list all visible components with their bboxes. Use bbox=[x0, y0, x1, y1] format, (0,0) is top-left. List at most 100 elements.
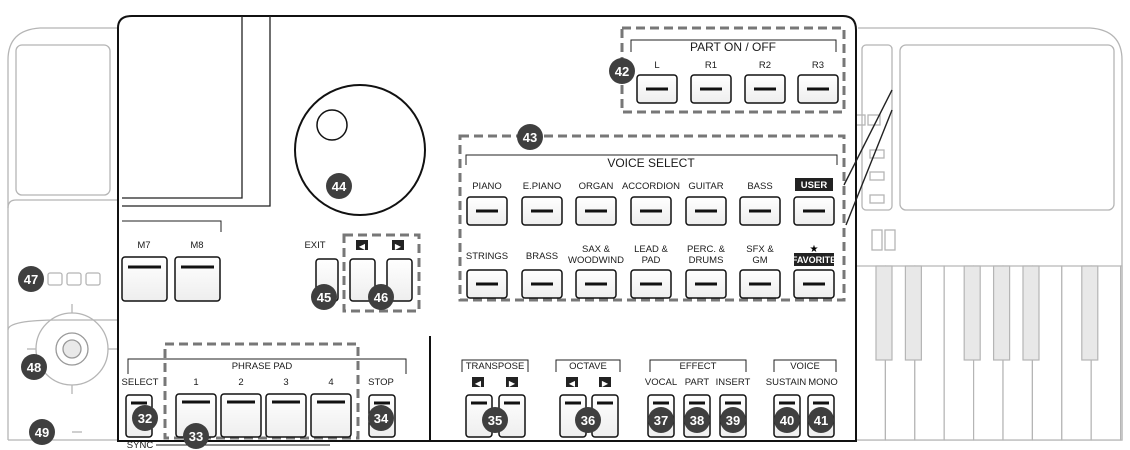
phrase-pad-2-button[interactable] bbox=[220, 393, 262, 438]
voice-accordion-button[interactable] bbox=[630, 196, 672, 226]
sync-label: SYNC bbox=[127, 440, 154, 450]
voice-sax-woodwind-button[interactable] bbox=[575, 269, 617, 299]
callout-33-label: 33 bbox=[189, 429, 203, 444]
voice-select-bracket bbox=[465, 154, 838, 165]
black-key bbox=[1022, 265, 1040, 361]
callout-38-label: 38 bbox=[690, 413, 704, 428]
arrow-right-button[interactable] bbox=[386, 258, 413, 302]
white-key bbox=[1119, 265, 1123, 441]
voice-perc-drums-label-line-2: DRUMS bbox=[689, 255, 724, 266]
part-r3-label: R3 bbox=[812, 60, 824, 71]
voice-brass-label: BRASS bbox=[526, 251, 558, 262]
transpose-header: TRANSPOSE bbox=[466, 361, 525, 372]
voice-sfx-gm-label-line-2: GM bbox=[752, 255, 767, 266]
m8-label: M8 bbox=[190, 240, 203, 251]
part-l-label: L bbox=[654, 60, 659, 71]
callout-44: 44 bbox=[326, 173, 352, 199]
voice-bass-label: BASS bbox=[747, 181, 772, 192]
part-l-button[interactable] bbox=[636, 74, 678, 104]
voice-lead-pad-button[interactable] bbox=[630, 269, 672, 299]
callout-42-label: 42 bbox=[615, 64, 629, 79]
voice-e-piano-button[interactable] bbox=[521, 196, 563, 226]
arrow-left-tag bbox=[356, 240, 368, 250]
callout-49-label: 49 bbox=[35, 425, 49, 440]
part-r1-label: R1 bbox=[705, 60, 717, 71]
effect-part-label: PART bbox=[685, 377, 710, 388]
callout-43-label: 43 bbox=[523, 130, 537, 145]
stop-label: STOP bbox=[368, 377, 394, 388]
voice-bass-button[interactable] bbox=[739, 196, 781, 226]
callout-46: 46 bbox=[368, 284, 394, 310]
callout-37-label: 37 bbox=[654, 413, 668, 428]
part-r3-button[interactable] bbox=[797, 74, 839, 104]
callout-45-label: 45 bbox=[317, 290, 331, 305]
piano-keys bbox=[855, 265, 1123, 441]
black-key bbox=[1081, 265, 1099, 361]
voice-piano-button[interactable] bbox=[466, 196, 508, 226]
callout-38: 38 bbox=[684, 407, 710, 433]
phrase-pad-3-button[interactable] bbox=[265, 393, 307, 438]
callout-32: 32 bbox=[132, 405, 158, 431]
callout-40: 40 bbox=[774, 407, 800, 433]
transpose-right-tag bbox=[506, 377, 518, 387]
effect-bracket bbox=[649, 359, 747, 372]
callout-40-label: 40 bbox=[780, 413, 794, 428]
voice-accordion-label: ACCORDION bbox=[622, 181, 680, 192]
exit-label: EXIT bbox=[304, 240, 325, 251]
octave-left-icon: ◀ bbox=[569, 379, 576, 388]
part-r2-label: R2 bbox=[759, 60, 771, 71]
arrow-left-button[interactable] bbox=[349, 258, 376, 302]
octave-header: OCTAVE bbox=[569, 361, 607, 372]
voice-favorite-button[interactable] bbox=[793, 269, 835, 299]
callout-48: 48 bbox=[21, 354, 47, 380]
m7-button[interactable] bbox=[121, 256, 168, 302]
part-r1-button[interactable] bbox=[690, 74, 732, 104]
transpose-left-tag bbox=[472, 377, 484, 387]
callout-34: 34 bbox=[368, 405, 394, 431]
octave-left-tag bbox=[566, 377, 578, 387]
voice-sfx-gm-button[interactable] bbox=[739, 269, 781, 299]
voice-perc-drums-button[interactable] bbox=[685, 269, 727, 299]
voice-group-sustain-label: SUSTAIN bbox=[766, 377, 807, 388]
voice-user-button[interactable] bbox=[793, 196, 835, 226]
voice-guitar-label: GUITAR bbox=[688, 181, 723, 192]
part-r2-button[interactable] bbox=[744, 74, 786, 104]
black-key bbox=[904, 265, 922, 361]
voice-group-header: VOICE bbox=[790, 361, 820, 372]
voice-guitar-button[interactable] bbox=[685, 196, 727, 226]
transpose-right-icon: ▶ bbox=[509, 379, 516, 388]
effect-buttons: VOCAL 37 PART 38 INSERT 39 bbox=[645, 377, 751, 438]
voice-strings-button[interactable] bbox=[466, 269, 508, 299]
callout-44-label: 44 bbox=[332, 179, 347, 194]
arrows-dashed-box bbox=[342, 233, 421, 313]
voice-select-header: VOICE SELECT bbox=[607, 156, 695, 170]
arrow-right-tag bbox=[392, 240, 404, 250]
arrow-right-icon: ▶ bbox=[395, 242, 402, 251]
callout-36-label: 36 bbox=[581, 413, 595, 428]
callout-36: 36 bbox=[575, 407, 601, 433]
data-dial[interactable] bbox=[294, 84, 426, 216]
voice-brass-button[interactable] bbox=[521, 269, 563, 299]
phrase-pad-header: PHRASE PAD bbox=[232, 361, 293, 372]
callout-47-label: 47 bbox=[24, 272, 38, 287]
voice-select-dashed-box bbox=[458, 134, 846, 302]
effect-insert-label: INSERT bbox=[716, 377, 751, 388]
callout-32-label: 32 bbox=[138, 411, 152, 426]
part-on-off-header: PART ON / OFF bbox=[690, 40, 776, 54]
effect-vocal-label: VOCAL bbox=[645, 377, 677, 388]
voice-organ-button[interactable] bbox=[575, 196, 617, 226]
voice-sfx-gm-label-line-1: SFX & bbox=[746, 244, 774, 255]
callout-35-label: 35 bbox=[488, 413, 502, 428]
favorite-tag bbox=[794, 253, 834, 266]
dial-grip bbox=[316, 109, 348, 141]
voice-favorite-label: FAVORITE bbox=[792, 255, 836, 265]
display-frame bbox=[122, 16, 271, 207]
callout-39: 39 bbox=[720, 407, 746, 433]
phrase-pad-4-button[interactable] bbox=[310, 393, 352, 438]
phrase-pad-bracket bbox=[127, 358, 407, 374]
user-tag bbox=[795, 178, 833, 191]
keyboard-background bbox=[7, 27, 1123, 441]
voice-strings-label: STRINGS bbox=[466, 251, 508, 262]
m8-button[interactable] bbox=[174, 256, 221, 302]
